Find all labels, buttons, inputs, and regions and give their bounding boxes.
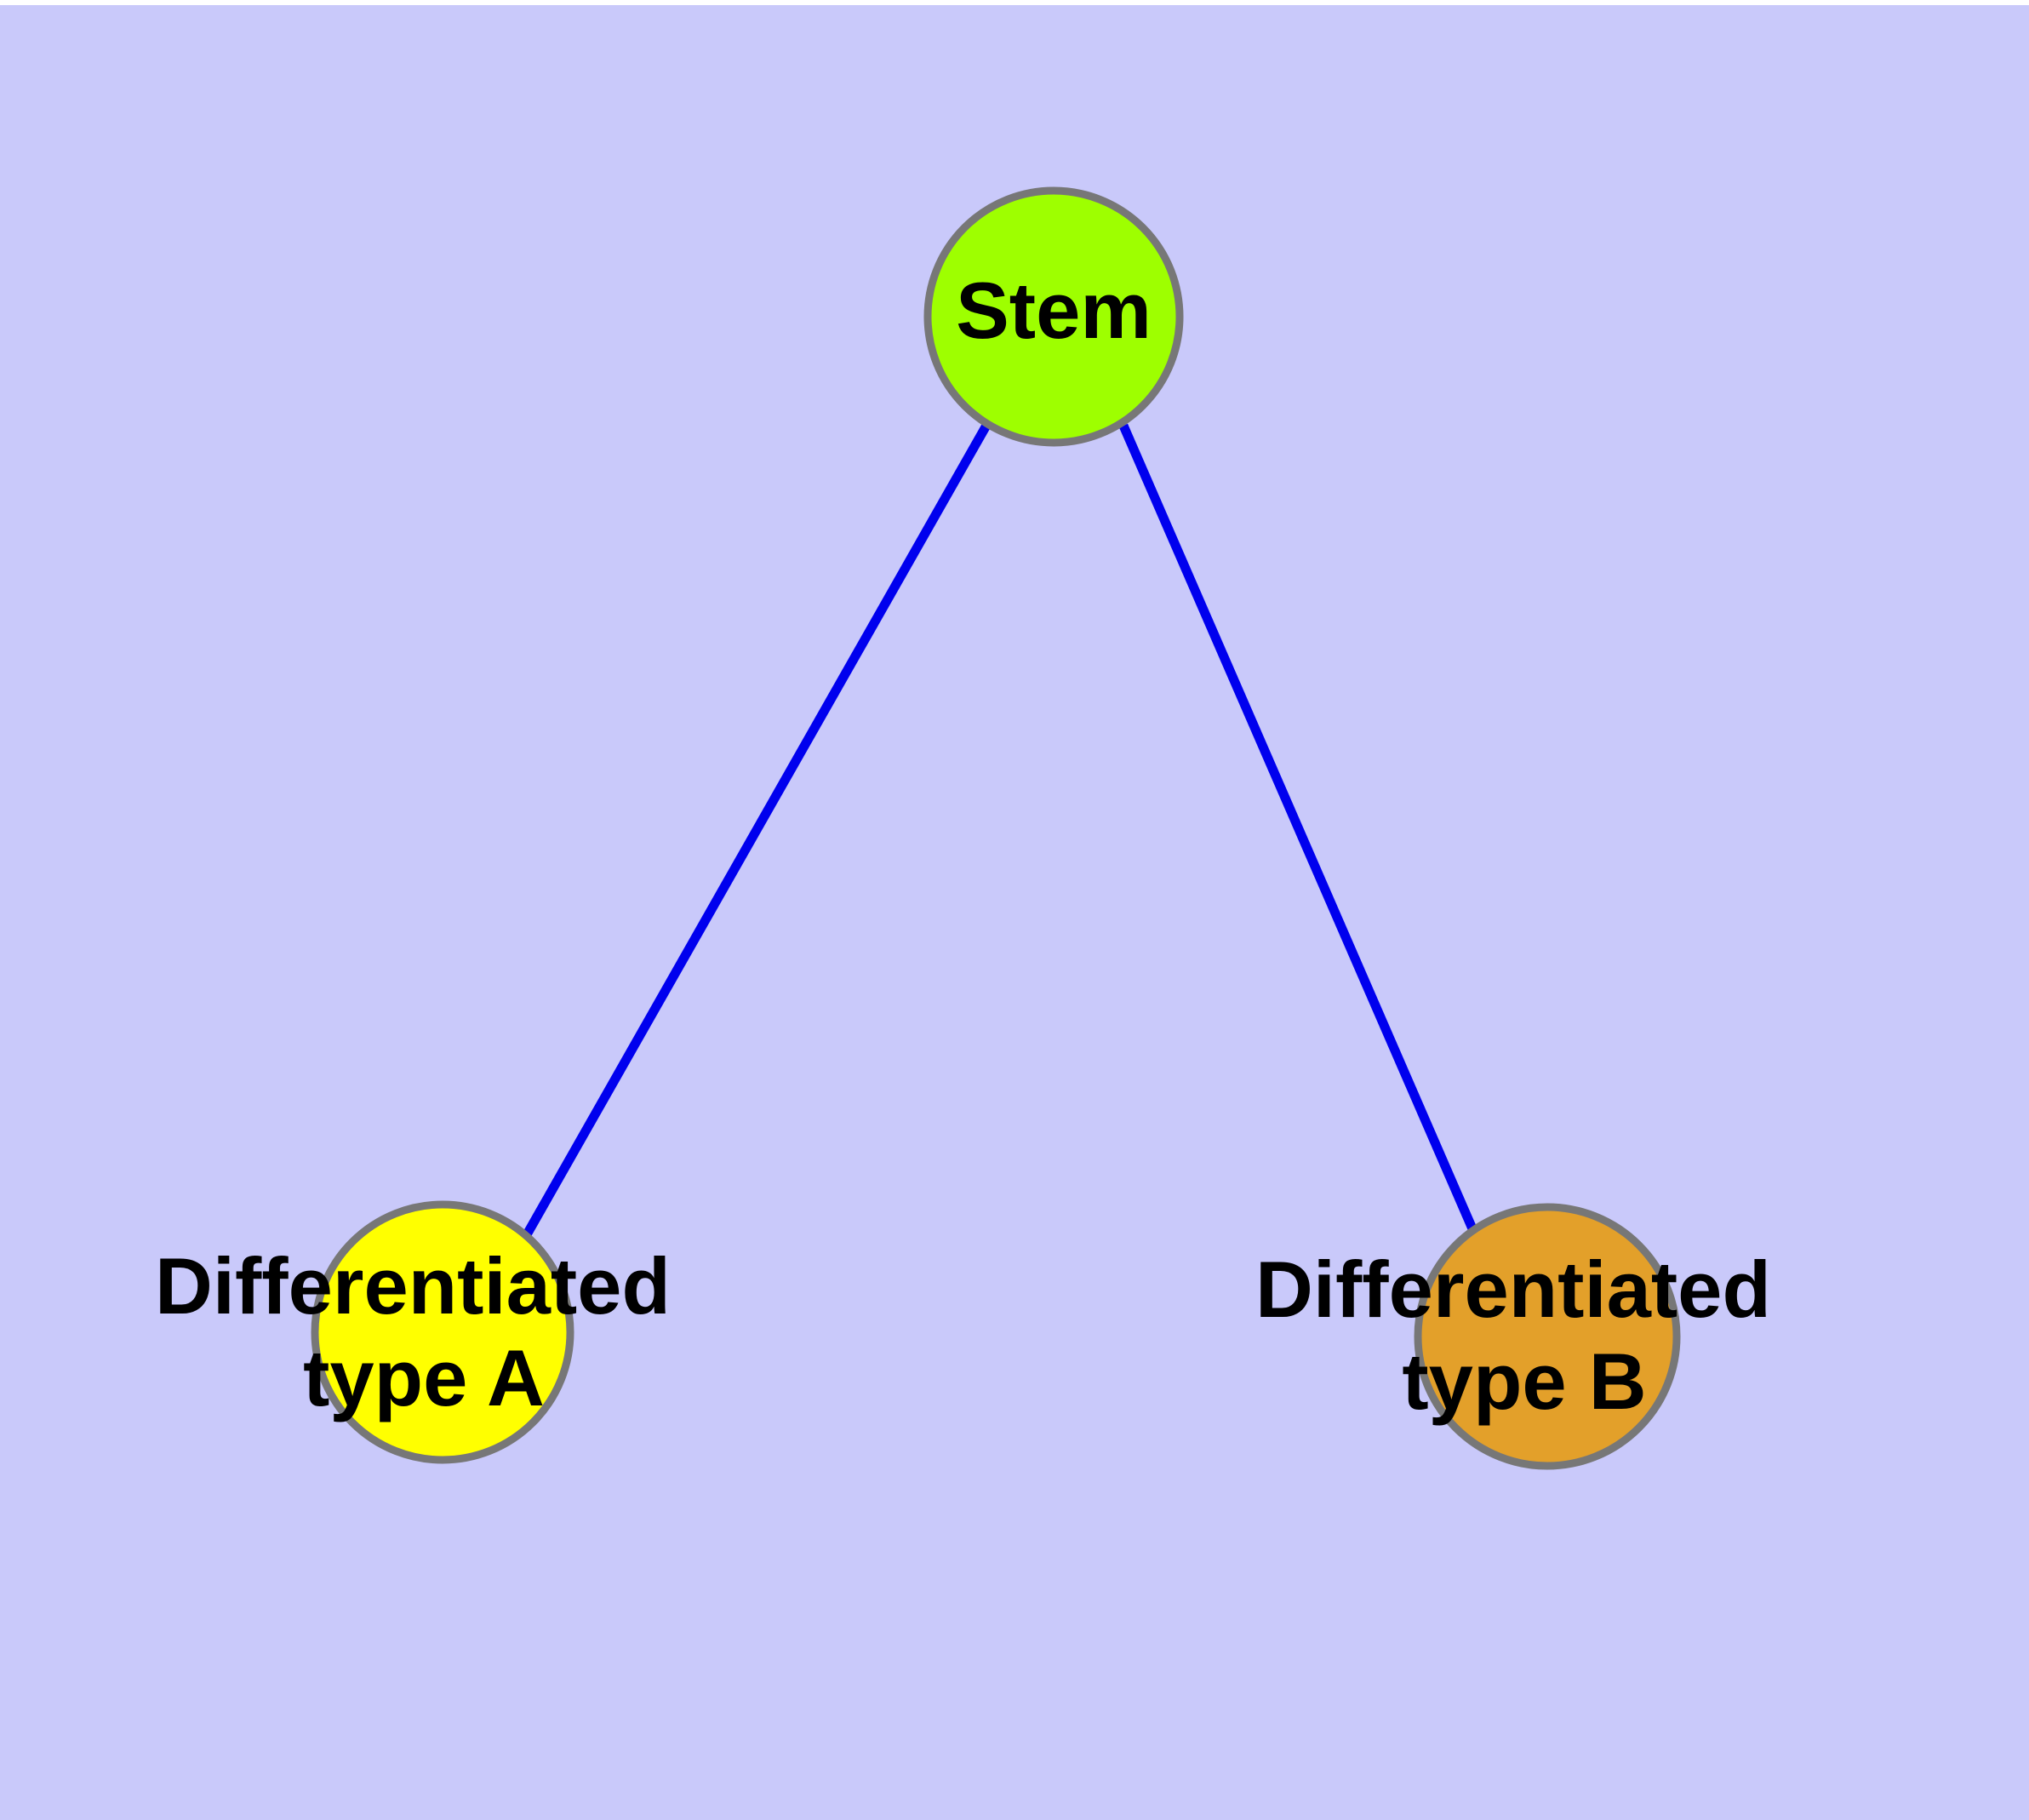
node-diff-b-label-line-2: type B: [1402, 1336, 1646, 1426]
node-diff-a-label-line-2: type A: [303, 1333, 545, 1422]
node-diff-b-circle[interactable]: [1414, 1203, 1681, 1470]
label-layer: Stem Differentiated type A Differentiate…: [155, 266, 1793, 1426]
node-diff-a-label-line-1: Differentiated: [155, 1241, 671, 1331]
node-diff-b-label: Differentiated type B: [1255, 1245, 1793, 1426]
node-layer: [311, 186, 1681, 1470]
node-stem-label: Stem: [956, 266, 1152, 355]
node-stem-circle[interactable]: [923, 186, 1184, 447]
node-stem[interactable]: [923, 186, 1184, 447]
edge-stem-to-diff-b[interactable]: [1118, 423, 1479, 1235]
edge-layer: [522, 421, 1479, 1239]
graph-svg: Stem Differentiated type A Differentiate…: [155, 186, 1793, 1470]
node-diff-b[interactable]: [1414, 1203, 1681, 1470]
node-diff-a-label: Differentiated type A: [155, 1241, 693, 1422]
graph-surface: Stem Differentiated type A Differentiate…: [0, 5, 2029, 1820]
node-stem-label-line-1: Stem: [956, 266, 1152, 355]
edge-stem-to-diff-a[interactable]: [522, 421, 992, 1239]
node-diff-b-label-line-1: Differentiated: [1255, 1245, 1771, 1334]
node-diff-a-circle[interactable]: [311, 1200, 574, 1464]
node-diff-a[interactable]: [311, 1200, 574, 1464]
